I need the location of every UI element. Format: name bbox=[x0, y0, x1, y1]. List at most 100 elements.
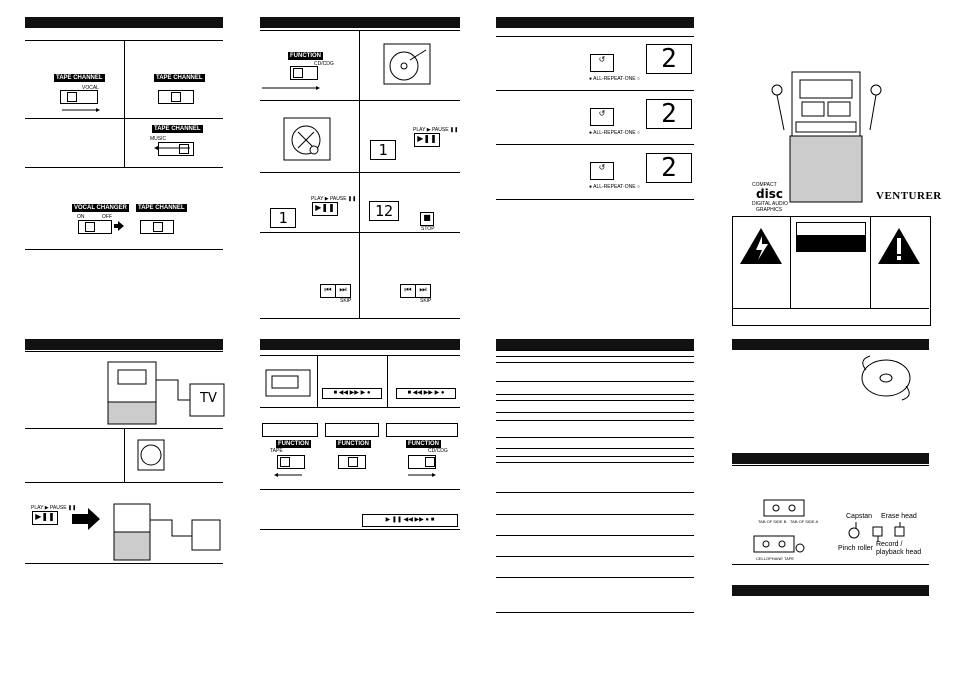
function-label: FUNCTION bbox=[336, 440, 371, 448]
function-label: FUNCTION bbox=[288, 52, 323, 60]
section-header-bar bbox=[732, 453, 929, 464]
all-repeat-one-label: ● ALL-REPEAT-ONE ○ bbox=[589, 76, 640, 82]
divider bbox=[260, 100, 460, 101]
repeat-button[interactable]: ↺ bbox=[590, 108, 614, 126]
caution-header bbox=[796, 222, 866, 236]
function-switch[interactable] bbox=[277, 455, 305, 469]
play-pause-button[interactable]: ▶❚❚ bbox=[414, 133, 440, 147]
function-switch[interactable] bbox=[338, 455, 366, 469]
off-label: OFF bbox=[102, 214, 112, 220]
track-display: 12 bbox=[369, 201, 399, 221]
divider bbox=[260, 407, 460, 408]
on-label: ON bbox=[77, 214, 85, 220]
disc-logo-line: DIGITAL AUDIO bbox=[752, 201, 788, 207]
divider bbox=[496, 514, 694, 515]
divider bbox=[387, 355, 388, 407]
function-label: FUNCTION bbox=[406, 440, 441, 448]
tape-controls[interactable]: ■ ◀◀ ▶▶ ▶ ● bbox=[322, 388, 382, 399]
disc-logo: disc bbox=[756, 187, 783, 201]
function-switch[interactable] bbox=[408, 455, 436, 469]
divider bbox=[496, 362, 694, 363]
divider bbox=[496, 420, 694, 421]
play-pause-label: PLAY ▶ PAUSE ❚❚ bbox=[311, 196, 357, 202]
divider bbox=[496, 400, 694, 401]
divider bbox=[496, 356, 694, 357]
divider bbox=[496, 350, 694, 351]
divider bbox=[496, 437, 694, 438]
repeat-button[interactable]: ↺ bbox=[590, 162, 614, 180]
tape-channel-switch[interactable] bbox=[158, 90, 194, 104]
skip-forward-button[interactable]: ⏭ bbox=[415, 284, 431, 298]
section-header-bar bbox=[260, 17, 460, 28]
divider bbox=[496, 492, 694, 493]
divider bbox=[496, 462, 694, 463]
stop-label: STOP bbox=[421, 226, 435, 232]
skip-label: SKIP bbox=[340, 298, 352, 304]
vocal-changer-switch[interactable] bbox=[78, 220, 112, 234]
cd-cdg-label: CD/CDG bbox=[428, 448, 448, 454]
repeat-display: 2 bbox=[646, 44, 692, 74]
divider bbox=[496, 556, 694, 557]
repeat-display: 2 bbox=[646, 153, 692, 183]
play-pause-label: PLAY ▶ PAUSE ❚❚ bbox=[413, 127, 459, 133]
tv-label: TV bbox=[200, 391, 217, 406]
play-pause-button[interactable]: ▶❚❚ bbox=[32, 511, 58, 525]
repeat-button[interactable]: ↺ bbox=[590, 54, 614, 72]
divider bbox=[25, 482, 223, 483]
divider bbox=[496, 199, 694, 200]
cellophane-tape-label: CELLOPHANE TAPE bbox=[756, 556, 795, 561]
divider bbox=[25, 563, 223, 564]
music-label: MUSIC bbox=[150, 136, 167, 142]
cd-cdg-label: CD/CDG bbox=[314, 61, 334, 67]
track-display: 1 bbox=[370, 140, 396, 160]
repeat-display: 2 bbox=[646, 99, 692, 129]
divider bbox=[496, 612, 694, 613]
tape-label: TAPE bbox=[270, 448, 283, 454]
function-label: FUNCTION bbox=[276, 440, 311, 448]
tape-channel-switch[interactable] bbox=[158, 142, 194, 156]
skip-forward-button[interactable]: ⏭ bbox=[335, 284, 351, 298]
erase-head-label: Erase head bbox=[881, 513, 917, 520]
function-box bbox=[386, 423, 458, 437]
play-pause-button[interactable]: ▶❚❚ bbox=[312, 202, 338, 216]
stop-button[interactable]: ■ bbox=[420, 212, 434, 226]
disc-logo-line: COMPACT bbox=[752, 182, 777, 188]
skip-back-button[interactable]: ⏮ bbox=[400, 284, 416, 298]
tape-controls[interactable]: ▶ ❚❚ ◀◀ ▶▶ ● ■ bbox=[362, 514, 458, 527]
tape-channel-label: TAPE CHANNEL bbox=[136, 204, 187, 212]
divider bbox=[496, 90, 694, 91]
divider bbox=[732, 465, 929, 466]
skip-back-button[interactable]: ⏮ bbox=[320, 284, 336, 298]
tape-channel-switch[interactable] bbox=[60, 90, 98, 104]
divider bbox=[359, 30, 360, 318]
track-display: 1 bbox=[270, 208, 296, 228]
divider bbox=[496, 448, 694, 449]
vocal-label: VOCAL bbox=[82, 85, 99, 91]
tape-channel-switch[interactable] bbox=[140, 220, 174, 234]
tape-controls[interactable]: ■ ◀◀ ▶▶ ▶ ● bbox=[396, 388, 456, 399]
divider bbox=[790, 216, 791, 308]
section-header-bar bbox=[25, 17, 223, 28]
divider bbox=[260, 489, 460, 490]
divider bbox=[732, 308, 929, 309]
divider bbox=[124, 428, 125, 482]
divider bbox=[260, 172, 460, 173]
caution-bar bbox=[796, 236, 866, 252]
divider bbox=[124, 40, 125, 168]
all-repeat-one-label: ● ALL-REPEAT-ONE ○ bbox=[589, 130, 640, 136]
divider bbox=[496, 381, 694, 382]
divider bbox=[260, 318, 460, 319]
divider bbox=[496, 577, 694, 578]
tab-side-a-label: TAB OF SIDE A bbox=[790, 519, 819, 524]
function-switch[interactable] bbox=[290, 66, 318, 80]
brand-logo: VENTURER bbox=[876, 190, 942, 202]
tape-channel-label: TAPE CHANNEL bbox=[152, 125, 203, 133]
section-header-bar bbox=[260, 339, 460, 350]
divider bbox=[870, 216, 871, 308]
divider bbox=[25, 118, 223, 119]
